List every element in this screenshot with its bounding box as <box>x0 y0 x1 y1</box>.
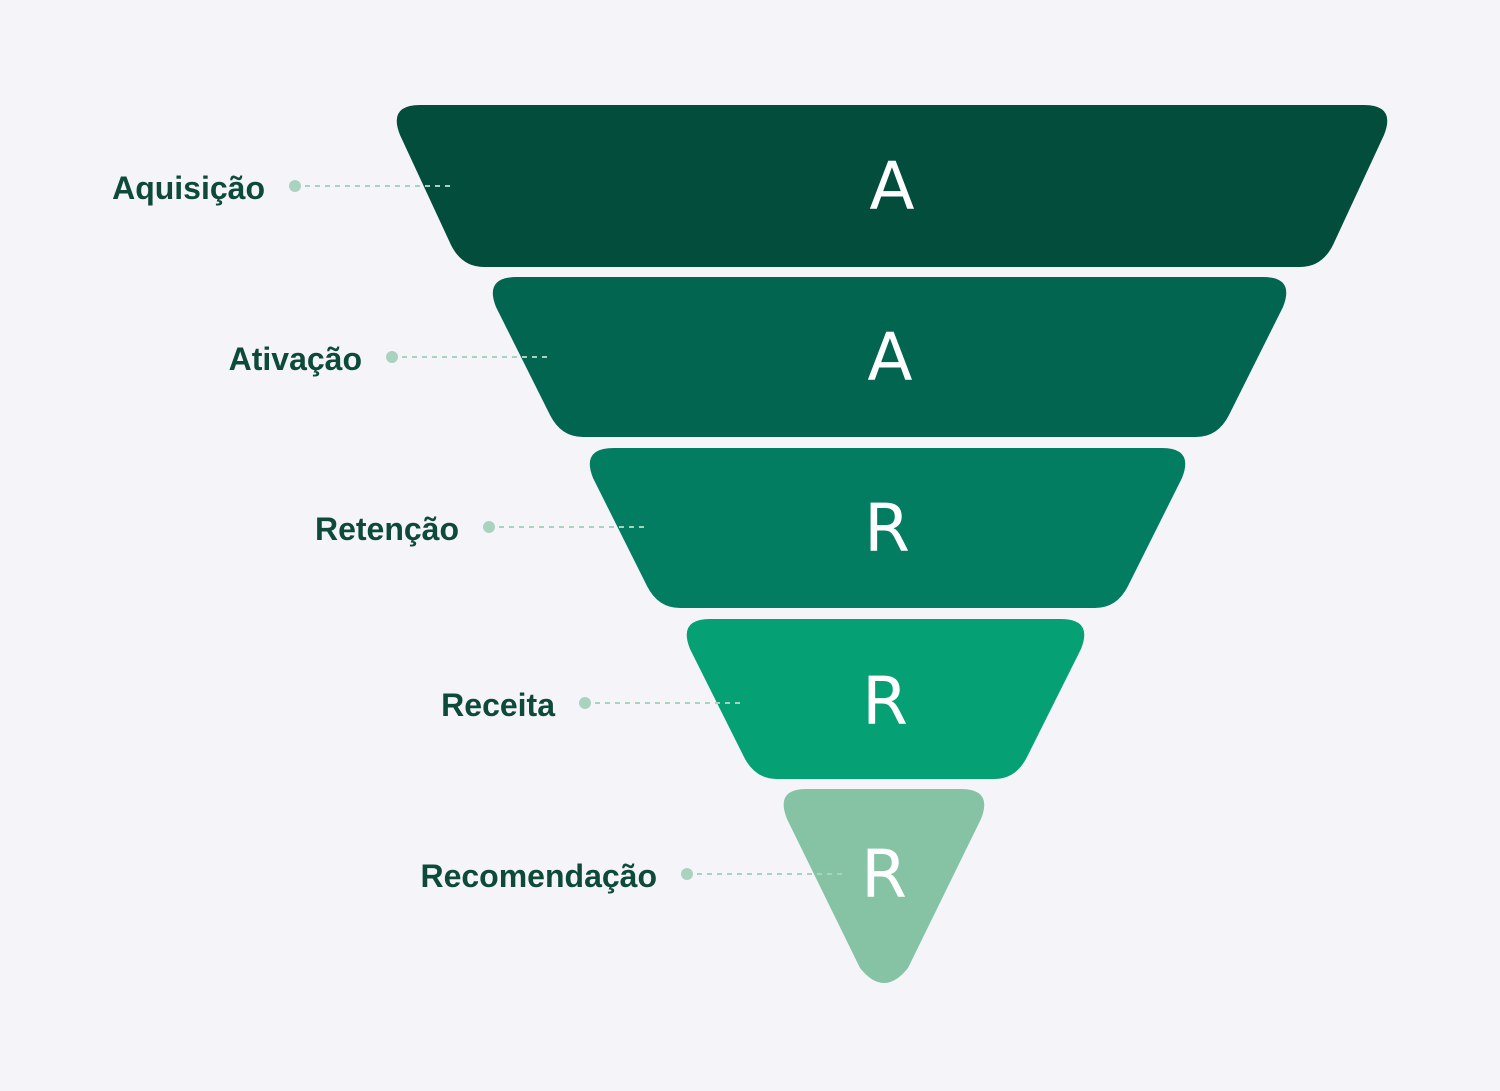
stage-referral: R Recomendação <box>420 789 985 983</box>
stage-activation-letter: A <box>867 319 912 396</box>
stage-retention-dot <box>483 521 495 533</box>
stage-revenue-band <box>686 619 1085 779</box>
stage-retention: R Retenção <box>315 448 1186 608</box>
stage-retention-letter: R <box>864 490 910 567</box>
stage-activation-band <box>492 277 1287 437</box>
stage-activation: A Ativação <box>229 277 1287 437</box>
stage-referral-label: Recomendação <box>420 858 657 894</box>
stage-acquisition-label: Aquisição <box>112 170 265 206</box>
stage-referral-letter: R <box>861 836 907 913</box>
stage-revenue-letter: R <box>862 663 908 740</box>
stage-retention-label: Retenção <box>315 511 459 547</box>
stage-acquisition-dot <box>289 180 301 192</box>
stage-referral-band <box>783 789 985 983</box>
stage-acquisition: A Aquisição <box>112 105 1388 267</box>
stage-acquisition-letter: A <box>869 148 914 225</box>
stage-activation-dot <box>386 351 398 363</box>
stage-activation-label: Ativação <box>229 341 362 377</box>
stage-revenue-dot <box>579 697 591 709</box>
stage-retention-band <box>589 448 1186 608</box>
stage-revenue-label: Receita <box>441 687 555 723</box>
stage-referral-dot <box>681 868 693 880</box>
stage-acquisition-band <box>396 105 1388 267</box>
stage-revenue: R Receita <box>441 619 1085 779</box>
